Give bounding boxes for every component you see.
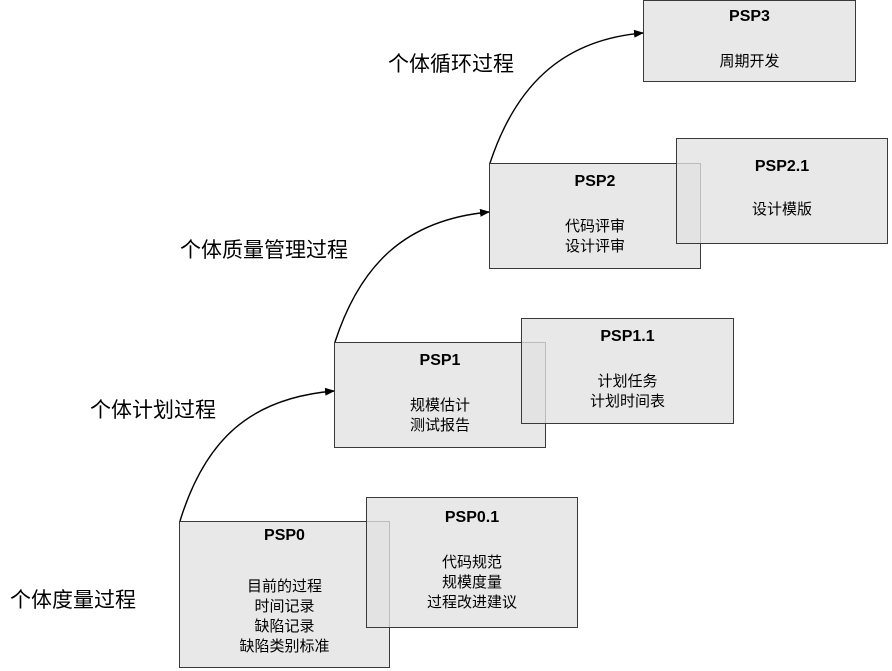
psp11-item: 计划时间表 (589, 392, 665, 410)
psp01-box: PSP0.1 代码规范 规模度量 过程改进建议 (366, 497, 578, 628)
psp01-item: 过程改进建议 (426, 593, 517, 611)
psp3-items: 周期开发 (644, 51, 855, 71)
psp01-items: 代码规范 规模度量 过程改进建议 (367, 552, 577, 612)
psp0-title: PSP0 (264, 527, 305, 544)
psp01-title: PSP0.1 (444, 509, 500, 526)
psp21-box: PSP2.1 设计模版 (676, 138, 888, 244)
psp21-item: 设计模版 (751, 200, 812, 218)
psp1-item: 测试报告 (409, 416, 470, 434)
arrow-psp1-to-psp2 (334, 208, 490, 343)
psp1-item: 规模估计 (409, 396, 470, 414)
psp1-items: 规模估计 测试报告 (335, 395, 545, 435)
psp2-title: PSP2 (574, 173, 616, 190)
psp3-item: 周期开发 (719, 52, 780, 70)
psp21-title: PSP2.1 (754, 158, 810, 175)
psp11-title: PSP1.1 (600, 328, 655, 345)
psp01-item: 规模度量 (441, 573, 502, 591)
psp11-items: 计划任务 计划时间表 (522, 371, 733, 411)
psp3-box: PSP3 周期开发 (643, 0, 856, 82)
psp11-box: PSP1.1 计划任务 计划时间表 (521, 318, 734, 424)
stage-label-cyclic: 个体循环过程 (388, 52, 514, 76)
arrow-psp0-to-psp1 (179, 387, 335, 522)
psp11-item: 计划任务 (597, 372, 658, 390)
arrow-psp2-to-psp3 (489, 29, 644, 164)
psp0-items: 目前的过程 时间记录 缺陷记录 缺陷类别标准 (180, 576, 389, 656)
psp2-items: 代码评审 设计评审 (490, 216, 700, 256)
psp2-item: 设计评审 (564, 237, 625, 255)
psp1-box: PSP1 规模估计 测试报告 (334, 342, 546, 448)
psp1-title: PSP1 (419, 352, 461, 369)
psp3-title: PSP3 (729, 8, 770, 25)
psp21-items: 设计模版 (677, 199, 887, 219)
psp0-item: 缺陷类别标准 (239, 637, 330, 655)
psp01-item: 代码规范 (441, 553, 502, 571)
stage-label-quality: 个体质量管理过程 (180, 238, 348, 262)
psp0-box: PSP0 目前的过程 时间记录 缺陷记录 缺陷类别标准 (179, 521, 390, 668)
psp0-item: 缺陷记录 (254, 617, 315, 635)
psp0-item: 目前的过程 (246, 577, 322, 595)
psp2-item: 代码评审 (564, 217, 625, 235)
psp2-box: PSP2 代码评审 设计评审 (489, 163, 701, 269)
stage-label-measurement: 个体度量过程 (10, 588, 136, 612)
psp0-item: 时间记录 (254, 597, 315, 615)
stage-label-planning: 个体计划过程 (90, 398, 216, 422)
